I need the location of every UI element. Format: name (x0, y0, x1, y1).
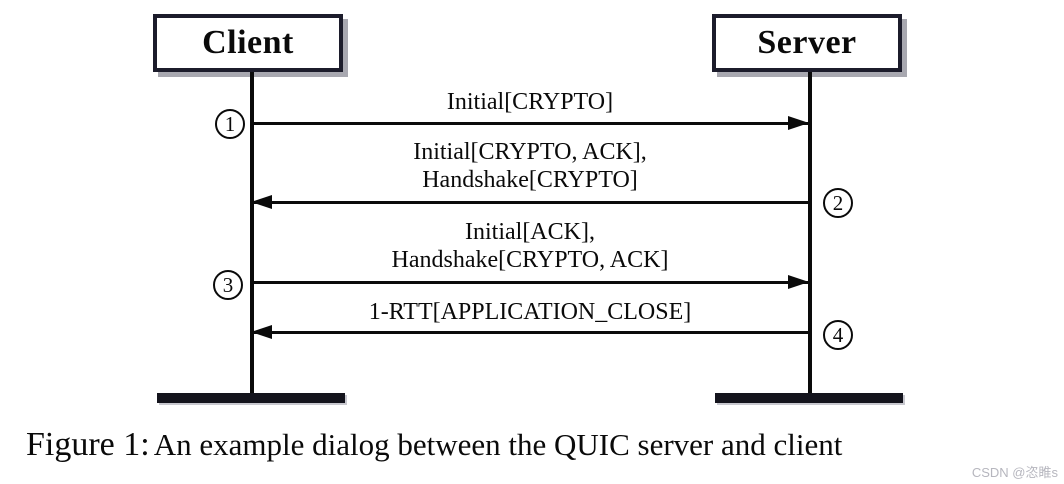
arrowhead-right-icon (788, 116, 809, 130)
figure-caption: Figure 1: An example dialog between the … (26, 426, 1056, 464)
message-4-line-1: 1-RTT[APPLICATION_CLOSE] (368, 299, 692, 325)
figure-caption-label: Figure 1: (26, 426, 150, 463)
arrowhead-left-icon (251, 325, 272, 339)
step-badge-2: 2 (823, 188, 853, 218)
actor-box-client: Client (153, 14, 343, 72)
lifeline-client (250, 72, 254, 394)
actor-label-client: Client (202, 24, 294, 61)
lifeline-server (808, 72, 812, 394)
step-number-2: 2 (832, 190, 844, 215)
figure-caption-text-inner: An example dialog between the QUIC serve… (153, 427, 843, 462)
lifeline-end-bar-client (157, 393, 345, 403)
message-arrow-3 (252, 275, 809, 289)
message-arrow-2 (251, 195, 808, 209)
watermark: CSDN @恣睢s (971, 465, 1058, 480)
message-3-line-1: Initial[ACK], (465, 219, 595, 245)
step-number-1: 1 (224, 111, 236, 136)
message-label-4: 1-RTT[APPLICATION_CLOSE] (252, 298, 808, 326)
step-badge-4: 4 (823, 320, 853, 350)
arrowhead-right-icon (788, 275, 809, 289)
message-arrow-4 (251, 325, 808, 339)
step-badge-3: 3 (213, 270, 243, 300)
message-label-1: Initial[CRYPTO] (252, 88, 808, 116)
message-2-line-2: Handshake[CRYPTO] (422, 167, 638, 193)
message-arrow-1 (252, 116, 809, 130)
actor-box-server: Server (712, 14, 902, 72)
step-badge-1: 1 (215, 109, 245, 139)
message-2-line-1: Initial[CRYPTO, ACK], (413, 139, 647, 165)
arrowhead-left-icon (251, 195, 272, 209)
lifeline-end-bar-server (715, 393, 903, 403)
message-label-3: Initial[ACK], Handshake[CRYPTO, ACK] (252, 218, 808, 274)
message-1-line-1: Initial[CRYPTO] (446, 89, 614, 115)
actor-label-server: Server (757, 24, 857, 61)
message-label-2: Initial[CRYPTO, ACK], Handshake[CRYPTO] (252, 138, 808, 194)
step-number-3: 3 (222, 272, 234, 297)
step-number-4: 4 (832, 322, 844, 347)
message-3-line-2: Handshake[CRYPTO, ACK] (391, 247, 669, 273)
figure-caption-text: An example dialog between the QUIC serve… (154, 427, 843, 462)
